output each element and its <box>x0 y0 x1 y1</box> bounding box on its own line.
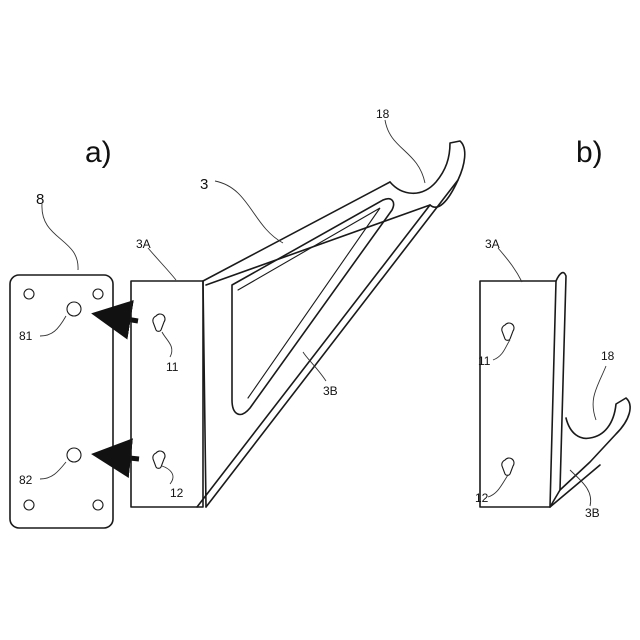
label-hanger: 3 <box>200 176 208 193</box>
leader-3A <box>148 248 176 280</box>
arm-top-inner <box>206 205 430 285</box>
arm-cutout <box>232 199 394 415</box>
plate-screw-hole <box>93 500 103 510</box>
panel-b: b) 3A 11 12 18 3B <box>475 136 630 520</box>
leader-11-b <box>493 340 510 360</box>
label-wall-part-b: 3A <box>485 237 500 251</box>
back-plate <box>131 281 203 507</box>
mounting-plate <box>10 275 113 528</box>
leader-3A-b <box>498 248 522 282</box>
arm-cutout-bevel <box>238 208 380 398</box>
keyhole-slot-lower-side <box>502 458 514 475</box>
hook <box>390 141 465 207</box>
plate-outline <box>10 275 113 528</box>
assembly-arrow-lower <box>101 455 139 459</box>
leader-18 <box>385 120 425 183</box>
hanger-a <box>131 141 465 507</box>
keyhole-slot-upper-side <box>502 323 514 340</box>
keyhole-slot-upper <box>153 314 165 331</box>
label-arm: 3B <box>323 384 338 398</box>
plate-pin-upper <box>67 302 81 316</box>
plate-screw-hole <box>93 289 103 299</box>
panel-a: a) <box>10 107 465 528</box>
leader-82 <box>40 462 66 479</box>
leader-18-b <box>593 366 606 420</box>
arm-lower-edge-side <box>550 465 600 507</box>
plate-pin-lower <box>67 448 81 462</box>
label-arm-b: 3B <box>585 506 600 520</box>
leader-12-b <box>488 475 508 497</box>
hook-side <box>560 398 630 490</box>
panel-b-label: b) <box>576 136 603 169</box>
label-hole-lower-b: 12 <box>475 491 489 505</box>
panel-a-label: a) <box>85 136 112 169</box>
label-pin-upper: 81 <box>19 329 33 343</box>
assembly-arrow-upper <box>101 315 138 321</box>
arm-top-edge <box>203 182 390 281</box>
plate-screw-hole <box>24 500 34 510</box>
plate-screw-hole <box>24 289 34 299</box>
back-plate-side <box>480 281 556 507</box>
leader-81 <box>40 316 66 336</box>
leader-11 <box>162 332 172 357</box>
keyhole-slot-lower <box>153 451 165 468</box>
label-hole-lower: 12 <box>170 486 184 500</box>
label-wall-part: 3A <box>136 237 151 251</box>
leader-12 <box>162 466 173 484</box>
label-hole-upper-b: 11 <box>478 354 491 368</box>
leader-3 <box>215 181 283 243</box>
label-plate: 8 <box>36 191 44 208</box>
label-hook: 18 <box>376 107 390 121</box>
hanger-b <box>480 273 630 507</box>
label-hole-upper: 11 <box>166 360 179 374</box>
label-hook-b: 18 <box>601 349 615 363</box>
label-pin-lower: 82 <box>19 473 33 487</box>
leader-8 <box>42 204 78 270</box>
